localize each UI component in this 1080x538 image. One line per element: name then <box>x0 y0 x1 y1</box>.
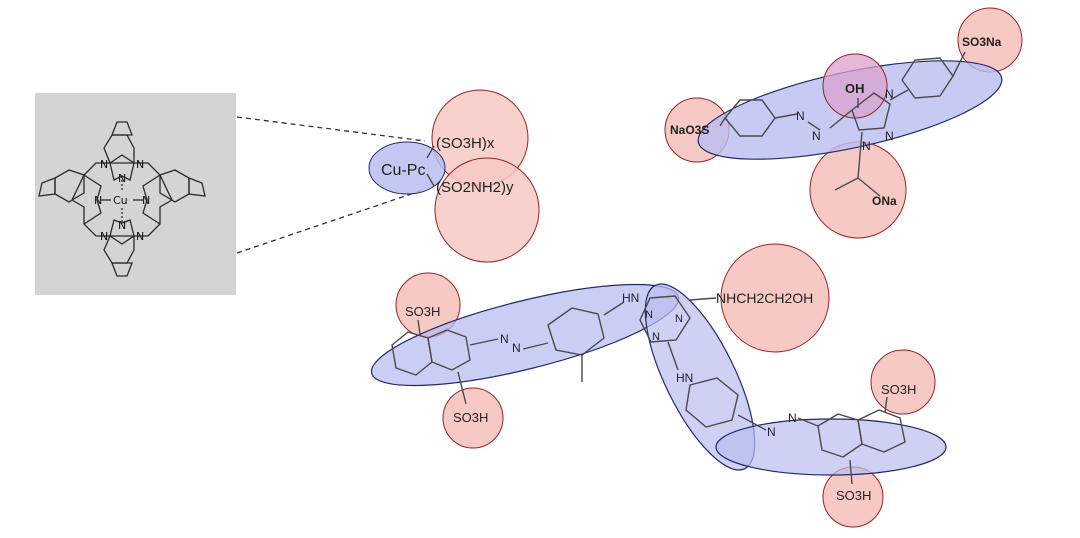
pc-nitrogen-6: N <box>136 158 144 171</box>
sulfonamide-circle <box>434 157 540 263</box>
triazine-n1: N <box>645 309 653 321</box>
pyrazolone-azo-n1: N <box>796 109 805 123</box>
sulfonic-label: (SO3H)x <box>436 135 495 152</box>
sulfo-right-top-label: SO3H <box>881 382 916 397</box>
triazine-n3: N <box>652 331 660 343</box>
sulfo-top-left-label: SO3H <box>405 304 440 319</box>
naphthalene-left-ring-b <box>427 329 471 371</box>
cupc-group: Cu-Pc (SO3H)x (SO2NH2)y <box>368 89 540 263</box>
carboxyl-bond-1 <box>857 131 863 179</box>
copper-label: Cu <box>113 194 128 207</box>
benzene-lower <box>685 377 739 428</box>
azo-left-bond-1 <box>469 338 499 346</box>
azo-bond-3 <box>829 109 853 129</box>
sulfo-right-bottom-label: SO3H <box>836 488 871 503</box>
pyrazole-n1: N <box>885 87 894 101</box>
panel-background <box>35 93 236 295</box>
right-sulfo-bond <box>952 51 966 77</box>
azo-right-n2: N <box>788 411 797 425</box>
amine-label-2: HN <box>676 371 693 385</box>
amine-label-1: HN <box>622 291 639 305</box>
connector-dashed-top <box>236 116 426 142</box>
triazine-dye: SO3H SO3H SO3H SO3H HN HN NHCH2CH2OH N N… <box>370 243 947 528</box>
pyrazole-ring <box>851 92 891 131</box>
cupc-bond-1 <box>426 145 435 159</box>
azo-left-n2: N <box>512 341 521 355</box>
pyrazole-n3: N <box>862 139 871 153</box>
sulfo-bottom-bond <box>457 371 467 405</box>
chromophore-ellipse-middle <box>644 283 756 471</box>
pc-nitrogen-2: N <box>118 219 126 232</box>
pyrazolone-oh: OH <box>845 81 865 96</box>
carboxyl-bond-3 <box>857 177 881 197</box>
chromophore-ellipse-right <box>715 418 947 476</box>
azo-right-n1: N <box>767 425 776 439</box>
carboxyl-bond-2 <box>834 177 859 191</box>
sulfo-right-bottom-bond <box>849 459 853 485</box>
phthalocyanine-panel: Cu N N N N N N N N <box>35 93 236 295</box>
cupc-core-label: Cu-Pc <box>381 162 425 179</box>
benzene-middle <box>547 307 605 356</box>
pyrazole-n2: N <box>885 129 894 143</box>
amine-bond-2 <box>667 341 679 371</box>
azo-left-bond-2 <box>522 342 549 350</box>
azo-right-bond-1 <box>737 414 767 431</box>
n-aryl-bond <box>889 89 909 101</box>
sulfo-circle-bottom-left <box>442 387 504 449</box>
sulfo-top-bond <box>417 319 421 335</box>
pyrazolone-left-sulfonate: NaO3S <box>670 123 709 137</box>
connector-dashed-bottom <box>236 189 424 254</box>
pyrazolone-right-sulfonate: SO3Na <box>962 35 1002 49</box>
sulfo-bottom-left-label: SO3H <box>453 410 488 425</box>
azo-left-n1: N <box>500 332 509 346</box>
hydroxyethyl-circle <box>720 243 830 353</box>
pc-nitrogen-1: N <box>118 172 126 185</box>
azo-bond-1 <box>774 113 798 119</box>
triazine-ring <box>639 295 691 343</box>
pyrazolone-azo-n2: N <box>812 129 821 143</box>
pyrazolone-dye: OH NaO3S SO3Na ONa N N N N N <box>664 7 1023 239</box>
amine-bond-1 <box>603 301 625 316</box>
hydroxyethyl-label: NHCH2CH2OH <box>716 290 813 306</box>
pc-nitrogen-3: N <box>94 194 102 207</box>
triazine-n2: N <box>675 313 683 325</box>
pc-nitrogen-5: N <box>100 158 108 171</box>
pc-nitrogen-7: N <box>100 230 108 243</box>
sulfonamide-label: (SO2NH2)y <box>436 179 514 196</box>
left-sulfo-bond <box>719 117 726 127</box>
hydroxyethyl-bond <box>689 297 717 301</box>
pc-nitrogen-8: N <box>136 230 144 243</box>
phthalocyanine-structure: Cu N N N N N N N N <box>38 121 206 277</box>
azo-right-bond-2 <box>797 417 819 427</box>
naphthalene-right-ring-b <box>857 409 906 453</box>
carboxylate-circle <box>809 141 907 239</box>
pyrazolone-carboxylate: ONa <box>872 194 897 208</box>
sulfo-right-top-bond <box>884 396 888 413</box>
azo-bond-2 <box>807 121 821 131</box>
cupc-bond-2 <box>426 173 435 187</box>
cupc-core-ellipse <box>368 141 446 195</box>
pc-nitrogen-4: N <box>142 194 150 207</box>
